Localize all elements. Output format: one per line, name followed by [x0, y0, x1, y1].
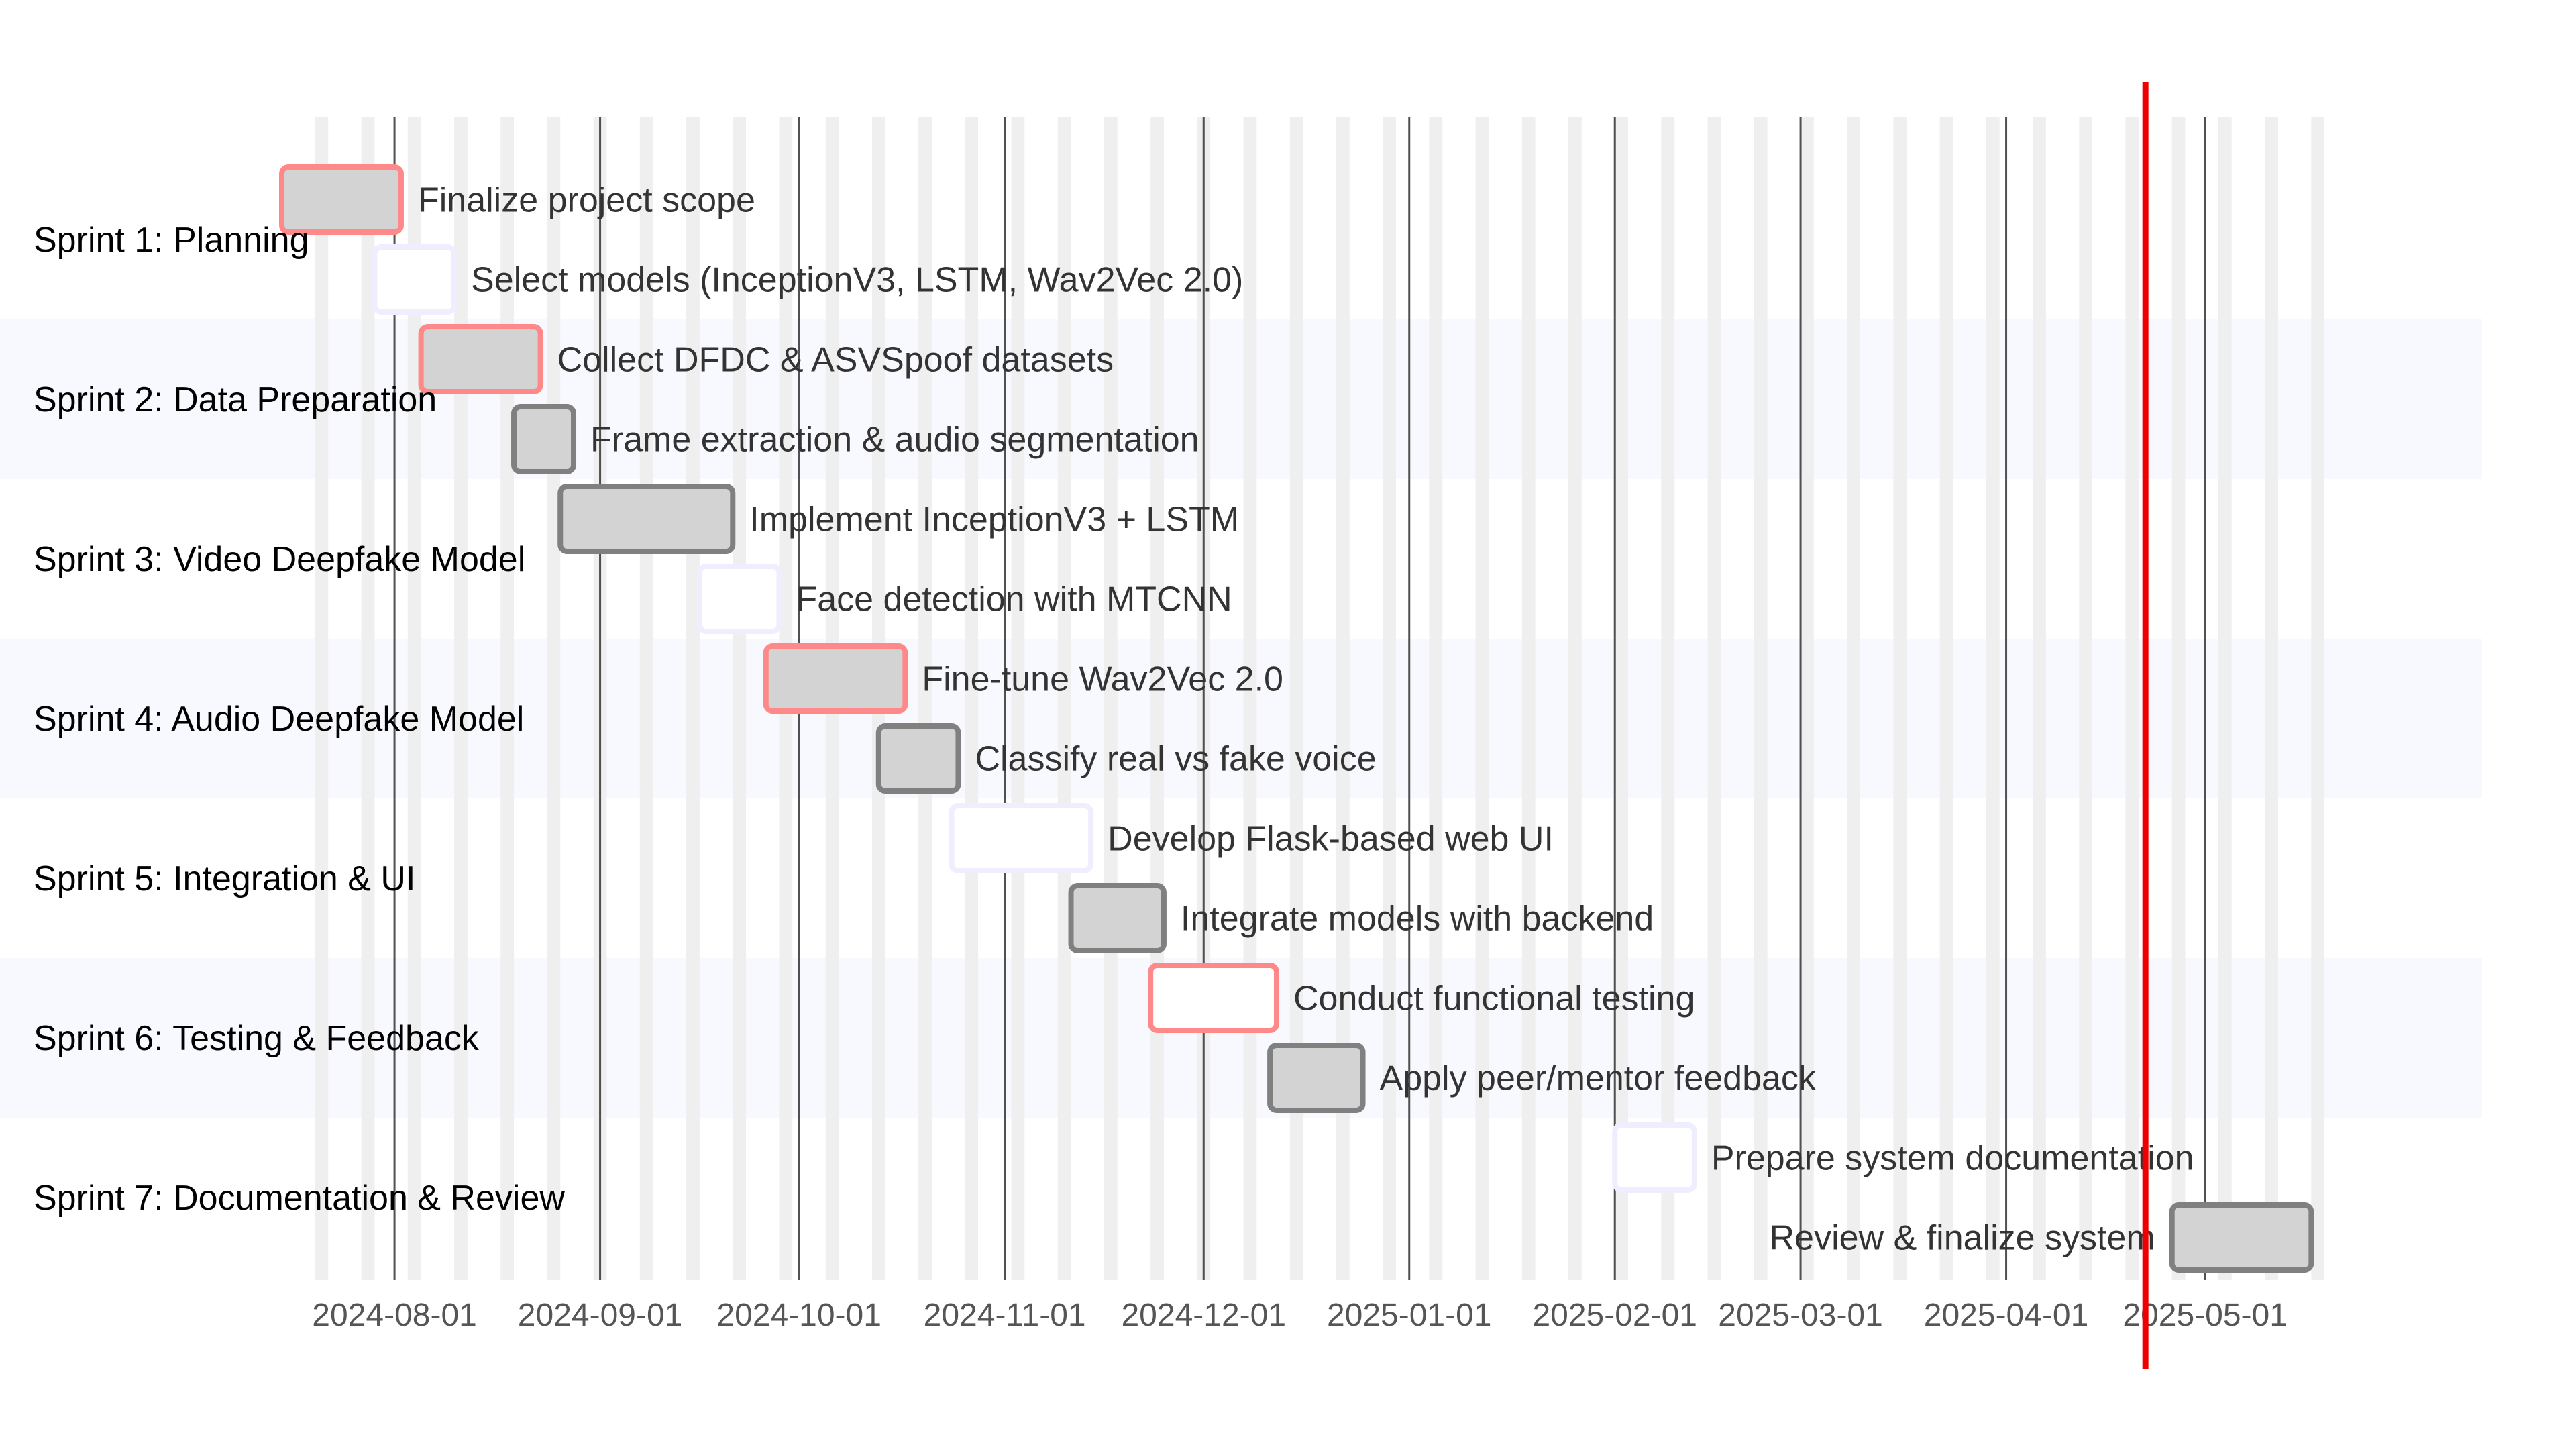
section-label: Sprint 4: Audio Deepfake Model — [34, 700, 524, 739]
weekend-band — [2311, 117, 2325, 1280]
task-bar — [279, 164, 404, 235]
weekend-band — [1383, 117, 1396, 1280]
weekend-band — [407, 117, 421, 1280]
task-bar — [1068, 883, 1167, 953]
weekend-band — [1568, 117, 1582, 1280]
weekend-band — [2033, 117, 2046, 1280]
task-label: Apply peer/mentor feedback — [1380, 1059, 1817, 1098]
weekend-band — [733, 117, 747, 1280]
x-tick-label: 2025-05-01 — [2123, 1297, 2288, 1333]
task-bar — [418, 324, 543, 394]
task-bar — [2169, 1202, 2314, 1273]
section-label: Sprint 2: Data Preparation — [34, 380, 437, 419]
weekend-band — [2079, 117, 2093, 1280]
weekend-band — [500, 117, 515, 1280]
task-label: Implement InceptionV3 + LSTM — [749, 500, 1239, 539]
weekend-band — [454, 117, 468, 1280]
weekend-band — [1429, 117, 1443, 1280]
section-label: Sprint 7: Documentation & Review — [34, 1179, 565, 1218]
weekend-band — [1057, 117, 1071, 1280]
weekend-band — [965, 117, 979, 1280]
weekend-band — [1011, 117, 1025, 1280]
gridlines — [393, 117, 2206, 1280]
task-bar — [557, 484, 736, 554]
section-label: Sprint 6: Testing & Feedback — [34, 1019, 480, 1058]
weekend-band — [1986, 117, 2000, 1280]
task-bar — [696, 564, 782, 634]
weekend-band — [639, 117, 653, 1280]
section-label: Sprint 5: Integration & UI — [34, 859, 415, 898]
x-tick-label: 2025-01-01 — [1327, 1297, 1492, 1333]
x-tick-label: 2024-11-01 — [924, 1297, 1086, 1333]
weekend-band — [2125, 117, 2139, 1280]
task-label: Develop Flask-based web UI — [1108, 820, 1554, 859]
task-label: Face detection with MTCNN — [796, 580, 1232, 619]
weekend-band — [1243, 117, 1257, 1280]
weekend-band — [1521, 117, 1536, 1280]
x-tick-label: 2025-02-01 — [1532, 1297, 1697, 1333]
weekend-band — [1707, 117, 1721, 1280]
weekend-band — [1104, 117, 1118, 1280]
weekend-band — [686, 117, 700, 1280]
task-label: Conduct functional testing — [1293, 979, 1695, 1018]
weekend-band — [1893, 117, 1907, 1280]
weekend-band — [1847, 117, 1861, 1280]
task-label: Collect DFDC & ASVSpoof datasets — [557, 341, 1114, 380]
weekend-band — [1289, 117, 1303, 1280]
weekend-band — [1475, 117, 1489, 1280]
weekend-band — [1801, 117, 1814, 1280]
weekend-band — [918, 117, 932, 1280]
task-bar — [372, 244, 458, 315]
weekend-band — [1754, 117, 1768, 1280]
task-bars — [279, 164, 2314, 1273]
task-bar — [949, 803, 1094, 873]
task-label: Frame extraction & audio segmentation — [590, 421, 1199, 460]
x-tick-label: 2025-03-01 — [1718, 1297, 1883, 1333]
weekend-band — [2171, 117, 2186, 1280]
weekend-band — [315, 117, 329, 1280]
task-label: Review & finalize system — [1770, 1219, 2155, 1258]
task-label: Select models (InceptionV3, LSTM, Wav2Ve… — [471, 261, 1243, 300]
weekend-band — [2218, 117, 2232, 1280]
task-label: Integrate models with backend — [1181, 900, 1654, 939]
weekend-band — [1939, 117, 1953, 1280]
task-label: Fine-tune Wav2Vec 2.0 — [922, 660, 1283, 699]
weekend-band — [361, 117, 375, 1280]
x-axis-ticks: 2024-08-01 2024-09-01 2024-10-01 2024-11-01… — [312, 1297, 2288, 1333]
task-bar — [1148, 963, 1280, 1033]
x-tick-label: 2025-04-01 — [1924, 1297, 2089, 1333]
weekend-band — [2265, 117, 2278, 1280]
task-label: Prepare system documentation — [1711, 1139, 2194, 1178]
section-label: Sprint 1: Planning — [34, 221, 309, 260]
weekend-band — [1336, 117, 1350, 1280]
weekend-band — [1661, 117, 1675, 1280]
task-label: Classify real vs fake voice — [975, 740, 1376, 779]
x-tick-label: 2024-09-01 — [518, 1297, 683, 1333]
x-tick-label: 2024-12-01 — [1121, 1297, 1286, 1333]
task-bar — [875, 723, 961, 794]
x-tick-label: 2024-08-01 — [312, 1297, 477, 1333]
x-tick-label: 2024-10-01 — [716, 1297, 881, 1333]
task-bar — [1267, 1043, 1366, 1113]
task-bar — [511, 404, 577, 474]
task-label: Finalize project scope — [418, 181, 755, 220]
task-bar — [1612, 1122, 1697, 1193]
weekend-band — [1615, 117, 1629, 1280]
task-bar — [763, 643, 908, 714]
section-label: Sprint 3: Video Deepfake Model — [34, 540, 525, 579]
